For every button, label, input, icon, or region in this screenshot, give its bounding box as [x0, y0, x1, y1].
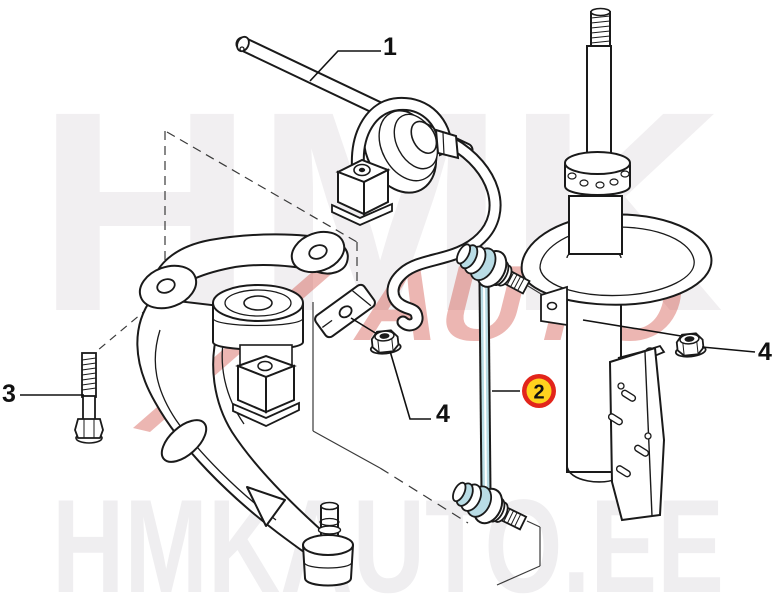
eye-to-nut-leader	[350, 317, 378, 335]
strut-piston-rod	[586, 45, 612, 155]
bar-clamp-assembly	[331, 96, 460, 226]
strut-bracket	[607, 344, 666, 522]
strut-assembly	[520, 7, 713, 522]
bolt	[74, 352, 104, 444]
callout-1-leader	[309, 50, 381, 82]
callout-3-label: 3	[2, 380, 16, 408]
callout-4-right-label: 4	[758, 338, 772, 366]
callout-1-label: 1	[383, 33, 397, 61]
control-arm-triangle-hole	[246, 486, 286, 527]
stabilizer-link	[452, 243, 531, 531]
control-arm-ball-joint	[302, 501, 354, 587]
link-lower-ball-joint	[452, 481, 528, 531]
reference-lines	[97, 131, 547, 586]
flange-nut-right	[674, 332, 707, 358]
strut-upper-tube	[568, 195, 623, 255]
link-upper-ball-joint	[455, 243, 531, 295]
callouts: 1 3 4 4 2	[2, 33, 772, 428]
control-arm-oval-hole	[160, 419, 208, 463]
flange-nut-center	[369, 329, 402, 355]
part-2-badge-label: 2	[533, 382, 544, 404]
bar-eye-end	[314, 283, 376, 339]
callout-4-right-leader	[701, 346, 756, 353]
callout-4-center-leader	[389, 350, 431, 420]
control-arm	[136, 230, 354, 587]
part-2-badge: 2	[522, 374, 556, 408]
callout-4-center-label: 4	[436, 400, 450, 428]
clamp-right-foot	[434, 128, 460, 160]
watermark-bottom-text: HMKAUTO.EE	[52, 473, 724, 600]
strut-to-nut-leader	[582, 319, 682, 337]
clamp-mount-cube	[331, 158, 393, 226]
